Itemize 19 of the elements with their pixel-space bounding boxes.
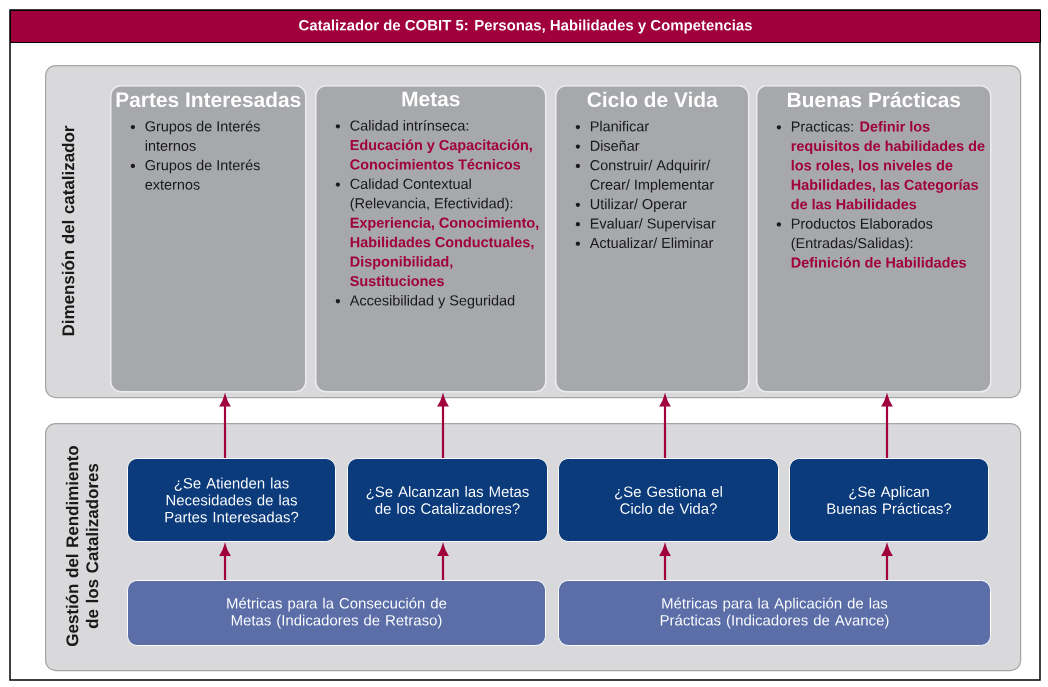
arrow <box>219 544 231 580</box>
question-box: ¿Se Alcanzan las Metas de los Catalizadores? <box>347 458 548 542</box>
question-box: ¿Se Atienden las Necesidades de las Partes Interesadas? <box>127 458 336 542</box>
category-box: Ciclo de Vida Planificar Diseñar Construir/ Adquirir/ Crear/ Implementar Utilizar/ Operar Evaluar/ Supervisar Actualizar/ Eliminar <box>555 85 750 393</box>
arrow <box>659 544 671 580</box>
arrow <box>437 395 449 458</box>
category-box: Metas Calidad intrínseca: Educación y Capacitación, Conocimientos Técnicos Calidad Contextual (Relevancia, Efectividad): Experiencia, Conocimiento, Habilidades Conductuales, Disponibilidad, Sustituciones Accesibilidad y Seguridad <box>315 85 547 393</box>
title-bar: Catalizador de COBIT 5: Personas, Habilidades y Competencias <box>10 10 1041 43</box>
arrow <box>437 544 449 580</box>
category-box: Partes Interesadas Grupos de Interés internos Grupos de Interés externos <box>110 85 307 393</box>
category-box: Buenas Prácticas Practicas: Definir los requisitos de habilidades de los roles, los niveles de Habilidades, las Categorías de las Habilidades Productos Elaborados (Entradas/Salidas): Definición de Habilidades <box>756 85 992 393</box>
arrow <box>881 395 893 458</box>
arrow <box>881 544 893 580</box>
metrics-box: Métricas para la Aplicación de las Prácticas (Indicadores de Avance) <box>558 580 991 646</box>
metrics-box: Métricas para la Consecución de Metas (Indicadores de Retraso) <box>127 580 546 646</box>
question-box: ¿Se Gestiona el Ciclo de Vida? <box>558 458 779 542</box>
question-box: ¿Se Aplican Buenas Prácticas? <box>789 458 989 542</box>
arrow <box>219 395 231 458</box>
arrow <box>659 395 671 458</box>
